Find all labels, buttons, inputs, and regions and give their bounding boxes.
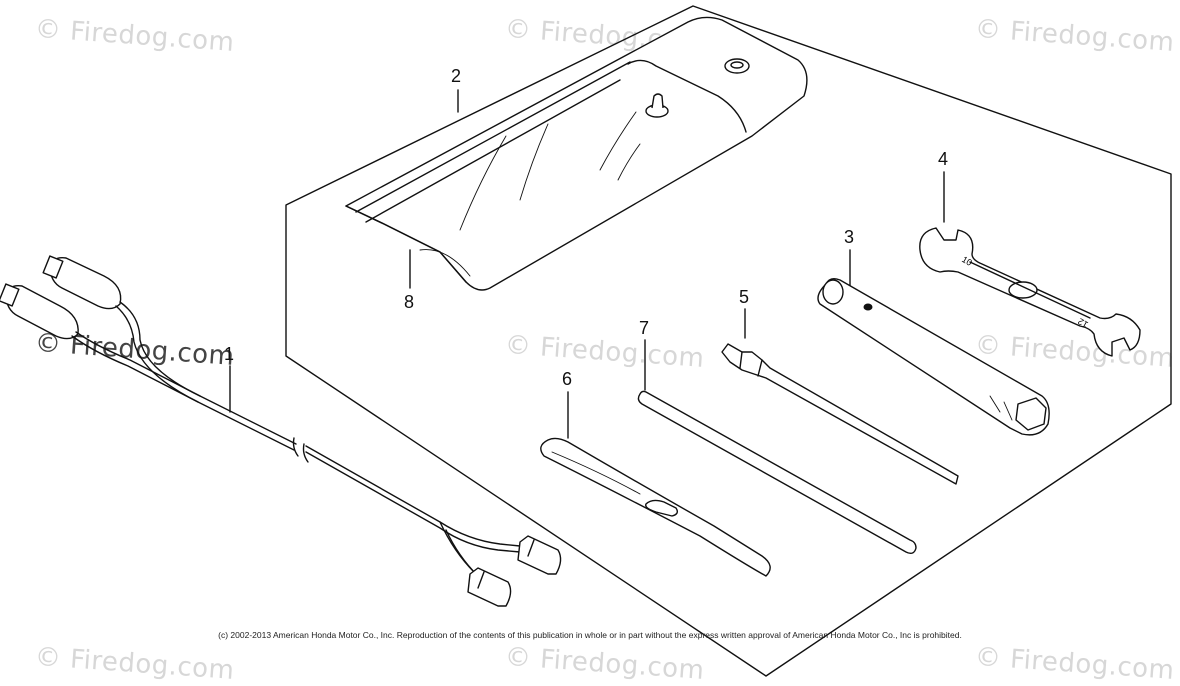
callout-4: 4 (938, 149, 949, 169)
kit-outline (285, 5, 1172, 677)
callout-7: 7 (639, 318, 650, 338)
flat-handle-drawing (540, 437, 771, 577)
box-spanner-drawing (817, 277, 1050, 436)
screwdriver-drawing (721, 343, 959, 485)
copyright-notice: (c) 2002-2013 American Honda Motor Co., … (218, 630, 962, 640)
callout-2: 2 (451, 66, 462, 86)
wrench-drawing (919, 227, 1141, 357)
callout-6: 6 (562, 369, 573, 389)
callout-1: 1 (224, 344, 235, 364)
extension-bar-drawing (637, 390, 917, 555)
callout-5: 5 (739, 287, 750, 307)
callout-3: 3 (844, 227, 855, 247)
tool-bag-drawing (345, 16, 808, 291)
callout-8: 8 (404, 292, 415, 312)
wire-harness-drawing (0, 255, 562, 607)
